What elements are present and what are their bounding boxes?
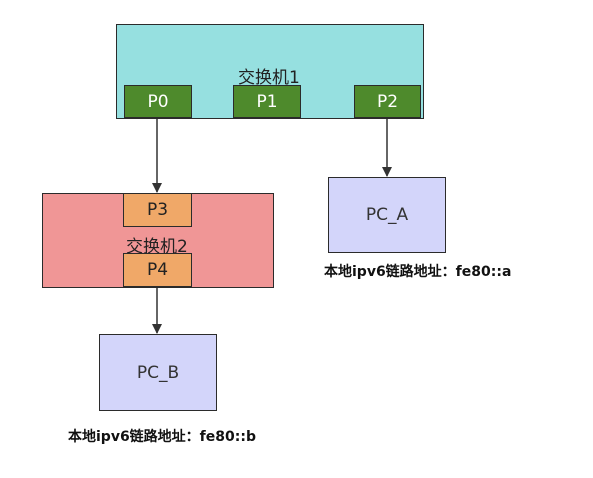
pc-b-address: 本地ipv6链路地址：fe80::b	[68, 429, 256, 445]
switch1-port-p1[interactable]: P1	[233, 85, 301, 118]
switch2-port-p3[interactable]: P3	[123, 193, 192, 227]
switch1-port-p0[interactable]: P0	[124, 85, 192, 118]
pc-a-box[interactable]: PC_A	[328, 177, 446, 253]
switch2-port-p4[interactable]: P4	[123, 253, 192, 287]
pc-a-address: 本地ipv6链路地址：fe80::a	[324, 264, 512, 280]
switch1-label: 交换机1	[238, 68, 300, 88]
switch1-port-p2[interactable]: P2	[354, 85, 421, 118]
switch2-label: 交换机2	[126, 237, 188, 257]
pc-b-box[interactable]: PC_B	[99, 334, 217, 411]
